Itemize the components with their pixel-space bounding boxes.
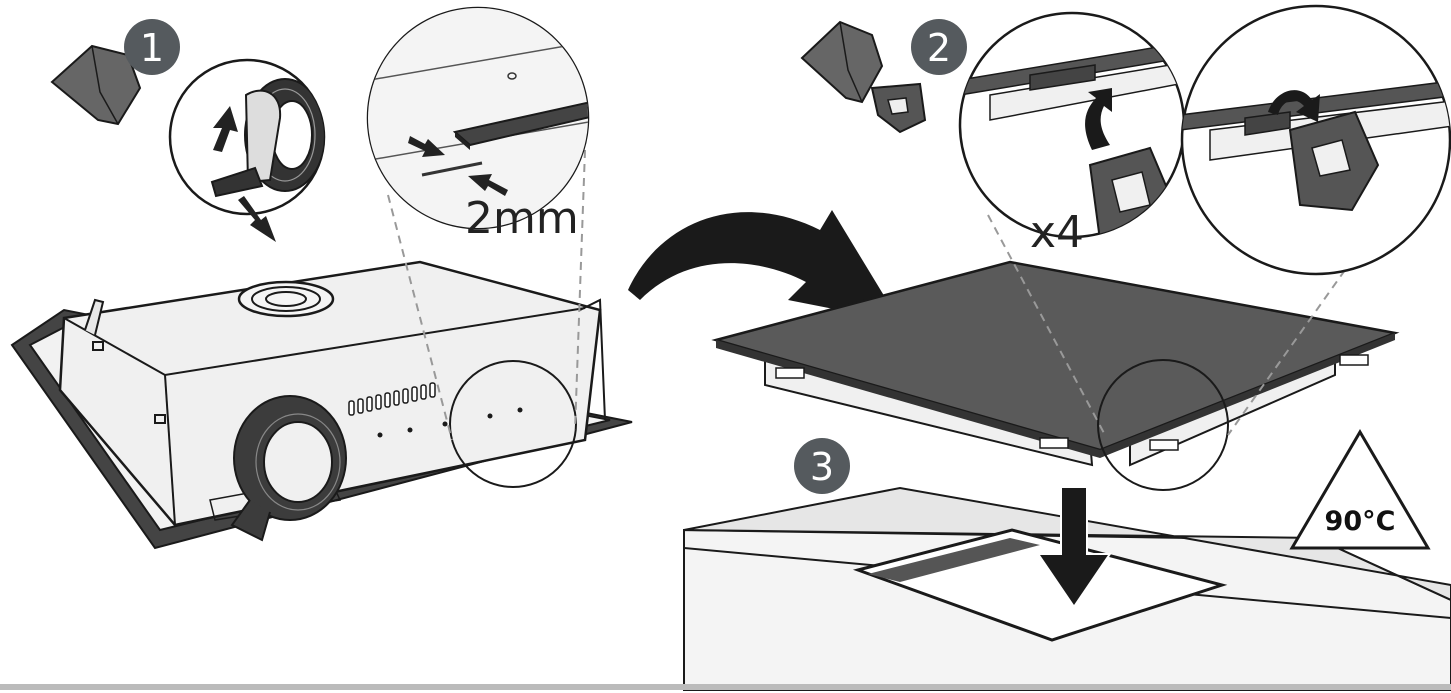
- inset-clip-rotate: [1180, 4, 1451, 276]
- worktop: [683, 486, 1451, 691]
- step-1-number: 1: [140, 26, 164, 70]
- clip-insert-arrow-icon: [1085, 88, 1112, 150]
- inset-tape-position: 2mm: [366, 6, 590, 244]
- flip-over-arrow-icon: [628, 210, 900, 322]
- lower-into-cutout-arrow-icon: [1036, 486, 1112, 609]
- clip-rotate-arrow-icon: [1268, 90, 1320, 122]
- step-1-detail-marker: [449, 360, 577, 488]
- peel-down-arrow-icon: [238, 196, 276, 242]
- temperature-label: 90°C: [1325, 506, 1396, 537]
- peel-up-arrow-icon: [213, 106, 238, 152]
- gap-label: 2mm: [465, 193, 579, 244]
- step-3-number: 3: [810, 445, 834, 489]
- warning-triangle-icon: [1289, 429, 1431, 550]
- step-1-badge: 1: [124, 19, 180, 75]
- hob-glass-top: [711, 260, 1400, 467]
- temperature-warning: 90°C: [1289, 429, 1431, 550]
- clip-count-label: x4: [1030, 207, 1084, 258]
- step-2-badge: 2: [911, 19, 967, 75]
- bottom-rule: [0, 684, 1451, 690]
- step-2-group: 2 x4: [711, 4, 1451, 491]
- tape-arrow-icon: [408, 136, 445, 157]
- step-2-detail-marker: [1097, 359, 1229, 491]
- inset-clip-attach: x4: [958, 11, 1186, 258]
- step-2-number: 2: [927, 26, 951, 70]
- sealing-tape-roll: [230, 395, 347, 542]
- clip-icon: [870, 82, 927, 134]
- inset-tape-peel: [168, 58, 326, 242]
- gap-arrow-icon: [468, 174, 508, 196]
- step-3-badge: 3: [794, 438, 850, 494]
- step-3-group: 3 90°C: [683, 429, 1451, 691]
- step-1-group: 1: [10, 6, 633, 550]
